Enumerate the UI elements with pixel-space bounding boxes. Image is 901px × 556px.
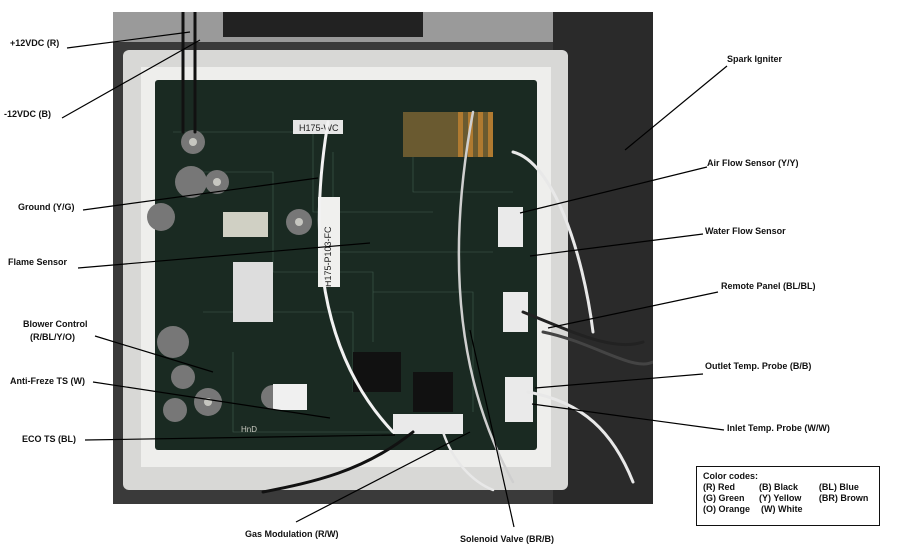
leader-waterflow — [529, 233, 704, 257]
label-blower-control: Blower Control — [23, 319, 88, 329]
legend-row: (G) Green (Y) Yellow (BR) Brown — [703, 493, 873, 504]
leader-inlet — [531, 403, 725, 431]
label-remote-panel: Remote Panel (BL/BL) — [721, 281, 816, 291]
legend-item: (G) Green — [703, 493, 745, 503]
label-inlet-temp-probe: Inlet Temp. Probe (W/W) — [727, 423, 830, 433]
silk-label-3: HnD — [241, 425, 257, 434]
legend-title: Color codes: — [703, 471, 759, 481]
leader-ground — [82, 177, 319, 211]
legend-item: (BL) Blue — [818, 482, 859, 492]
leader-blower — [94, 335, 214, 373]
label-air-flow-sensor: Air Flow Sensor (Y/Y) — [707, 158, 799, 168]
pcb — [155, 80, 537, 450]
legend-row: (O) Orange (W) White — [703, 504, 873, 515]
leader-outlet — [534, 373, 704, 389]
legend-item: (W) White — [761, 504, 803, 514]
label-plus-12vdc: +12VDC (R) — [10, 38, 60, 48]
leader-antifreeze — [92, 381, 331, 419]
legend-item: (Y) Yellow — [759, 493, 802, 503]
label-blower-colors: (R/BL/Y/O) — [30, 332, 75, 342]
legend-item: (B) Black — [759, 482, 799, 492]
silk-label-1: H175-WC — [299, 123, 339, 133]
leader-remote — [547, 291, 719, 329]
label-solenoid-valve: Solenoid Valve (BR/B) — [460, 534, 555, 544]
legend-row: (R) Red (B) Black (BL) Blue — [703, 482, 873, 493]
leader-spark — [624, 65, 728, 151]
legend-item: (BR) Brown — [818, 493, 869, 503]
leader-gas — [295, 431, 471, 523]
silk-label-2: H175-P103-FC — [323, 226, 333, 287]
label-water-flow-sensor: Water Flow Sensor — [705, 226, 786, 236]
leader-minus12 — [61, 39, 201, 119]
legend-item: (O) Orange — [703, 504, 751, 514]
color-code-legend: Color codes: (R) Red (B) Black (BL) Blue… — [696, 466, 880, 526]
label-anti-freeze-ts: Anti-Freze TS (W) — [10, 376, 85, 386]
label-minus-12vdc: -12VDC (B) — [4, 109, 52, 119]
label-gas-modulation: Gas Modulation (R/W) — [245, 529, 339, 539]
control-board-photo: H175-WC H175-P103-FC HnD — [113, 12, 653, 504]
label-spark-igniter: Spark Igniter — [727, 54, 783, 64]
label-ground: Ground (Y/G) — [18, 202, 75, 212]
label-flame-sensor: Flame Sensor — [8, 257, 68, 267]
label-outlet-temp-probe: Outlet Temp. Probe (B/B) — [705, 361, 812, 371]
leader-plus12 — [66, 31, 191, 49]
leader-flame — [77, 242, 371, 269]
legend-item: (R) Red — [703, 482, 735, 492]
label-eco-ts: ECO TS (BL) — [22, 434, 76, 444]
leader-eco — [84, 434, 396, 441]
leader-solenoid — [469, 329, 515, 528]
leader-airflow — [519, 166, 708, 214]
